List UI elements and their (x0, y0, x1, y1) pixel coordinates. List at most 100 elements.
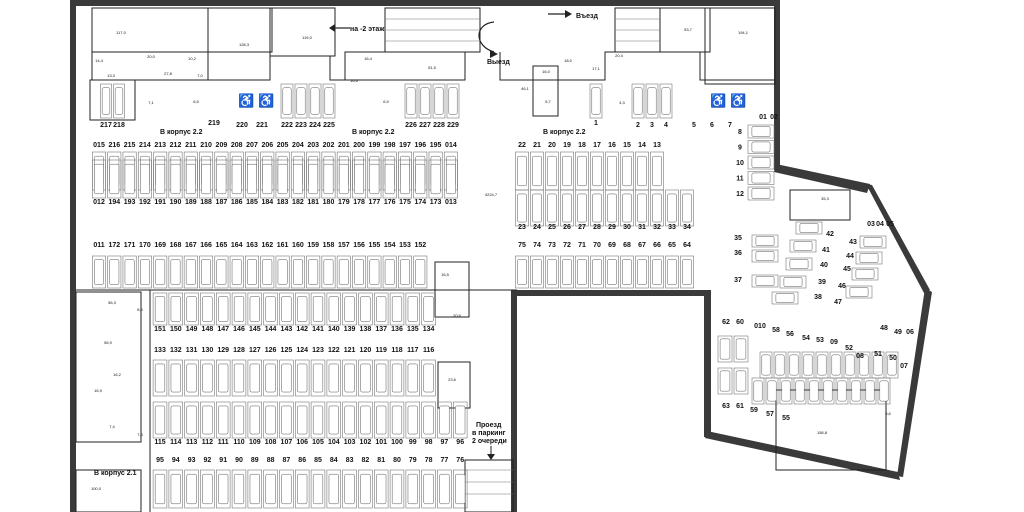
parking-stall (605, 189, 619, 227)
spot-number: 120 (360, 347, 372, 354)
parking-stall (342, 469, 357, 509)
parking-stall (367, 255, 382, 289)
car-icon (324, 87, 334, 115)
parking-stall (807, 377, 821, 405)
car-icon (400, 163, 410, 195)
parking-stall (336, 255, 351, 289)
car-icon (360, 405, 371, 435)
car-icon (170, 473, 181, 505)
car-icon (296, 87, 306, 115)
car-icon (865, 380, 875, 402)
parking-stall (342, 359, 357, 397)
spot-number: 010 (754, 323, 766, 330)
spot-number: 78 (425, 457, 433, 464)
parking-stall (263, 359, 278, 397)
parking-stall (229, 255, 244, 289)
parking-stall (437, 401, 452, 439)
car-icon (202, 473, 213, 505)
car-icon (369, 259, 380, 285)
parking-stall (310, 292, 326, 326)
building-22-label-b: В корпус 2.2 (352, 129, 395, 136)
car-icon (139, 259, 150, 285)
parking-stall (152, 359, 168, 397)
spot-number: 64 (683, 242, 691, 249)
spot-number: 16 (608, 142, 616, 149)
spot-number: 221 (256, 122, 268, 129)
parking-stall (168, 359, 183, 397)
car-icon (547, 259, 557, 285)
spot-number: 03 (867, 221, 875, 228)
parking-stall (515, 255, 529, 289)
spot-number: 191 (154, 199, 166, 206)
parking-stall (275, 159, 290, 199)
parking-stall (747, 171, 775, 185)
parking-stall (200, 469, 215, 509)
car-icon (637, 155, 647, 187)
spot-number: 202 (323, 142, 335, 149)
spot-number: 146 (233, 326, 245, 333)
car-icon (793, 241, 813, 251)
parking-stall (294, 83, 308, 119)
spot-number: 67 (638, 242, 646, 249)
spot-number: 226 (405, 122, 417, 129)
parking-stall (92, 255, 106, 289)
spot-number: 139 (344, 326, 356, 333)
spot-number: 116 (423, 347, 434, 354)
parking-stall (247, 469, 262, 509)
car-icon (281, 296, 292, 322)
car-icon (218, 363, 229, 393)
car-icon (795, 380, 805, 402)
parking-stall (214, 255, 229, 289)
car-icon (297, 473, 308, 505)
parking-stall (389, 292, 405, 326)
spot-number: 30 (623, 224, 631, 231)
car-icon (231, 259, 242, 285)
spot-number: 112 (202, 439, 213, 446)
car-icon (607, 193, 617, 223)
spot-number: 166 (200, 242, 212, 249)
building-21-label: В корпус 2.1 (94, 470, 137, 477)
spot-number: 014 (445, 142, 457, 149)
car-icon (751, 141, 771, 153)
spot-number: 174 (414, 199, 426, 206)
spot-number: 88 (267, 457, 275, 464)
spot-number: 28 (593, 224, 601, 231)
parking-stall (437, 469, 452, 509)
parking-stall (152, 469, 168, 509)
spot-number: 164 (231, 242, 243, 249)
spot-number: 140 (328, 326, 340, 333)
spot-number: 02 (770, 114, 778, 121)
spot-number: 40 (820, 262, 828, 269)
parking-stall (751, 377, 765, 405)
car-icon (407, 405, 418, 435)
car-icon (751, 157, 771, 168)
car-icon (292, 163, 303, 195)
room-area: 46,1 (521, 86, 530, 91)
spot-number: 72 (563, 242, 571, 249)
car-icon (439, 473, 450, 505)
spot-number: 25 (548, 224, 556, 231)
parking-stall (231, 359, 247, 397)
car-icon (562, 193, 572, 223)
spot-number: 115 (154, 439, 165, 446)
car-icon (233, 405, 245, 435)
spot-number: 65 (668, 242, 676, 249)
spot-number: 122 (328, 347, 340, 354)
parking-stall (168, 159, 183, 199)
spot-number: 184 (261, 199, 273, 206)
spot-number: 217 (100, 122, 112, 129)
car-icon (201, 163, 212, 195)
parking-stall (405, 401, 420, 439)
spot-number: 46 (838, 283, 846, 290)
car-icon (170, 163, 181, 195)
spot-number: 9 (738, 145, 742, 152)
spot-number: 013 (445, 199, 457, 206)
room-area: 35,3 (821, 196, 830, 201)
parking-stall (199, 159, 214, 199)
exit-label: Выезд (487, 59, 510, 66)
parking-stall (620, 189, 634, 227)
parking-stall (404, 83, 418, 119)
car-icon (94, 163, 104, 195)
car-icon (803, 354, 813, 376)
car-icon (249, 296, 260, 322)
